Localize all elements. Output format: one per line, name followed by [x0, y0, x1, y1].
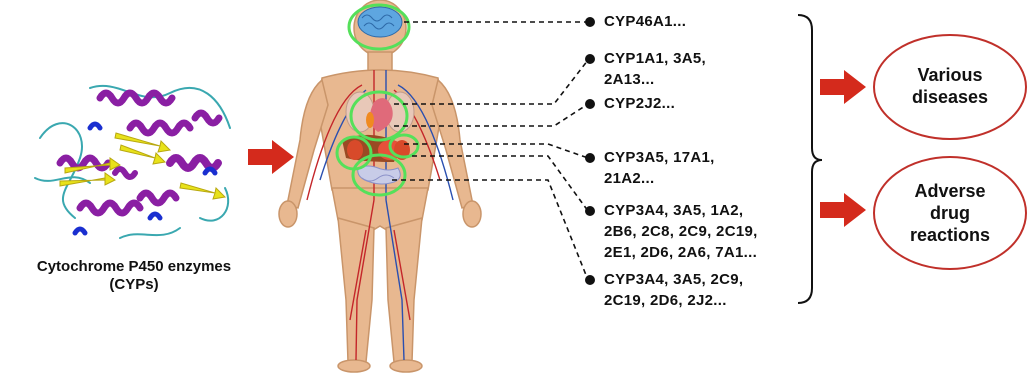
outcome-adr-line-3: reactions [875, 224, 1025, 246]
outcome-diseases-line-1: Various [875, 64, 1025, 86]
outcome-various-diseases: Various diseases [875, 64, 1025, 108]
outcome-adr-line-1: Adverse [875, 180, 1025, 202]
outcome-adr-line-2: drug [875, 202, 1025, 224]
outcome-adverse-drug-reactions: Adverse drug reactions [875, 180, 1025, 246]
outcome-diseases-line-2: diseases [875, 86, 1025, 108]
